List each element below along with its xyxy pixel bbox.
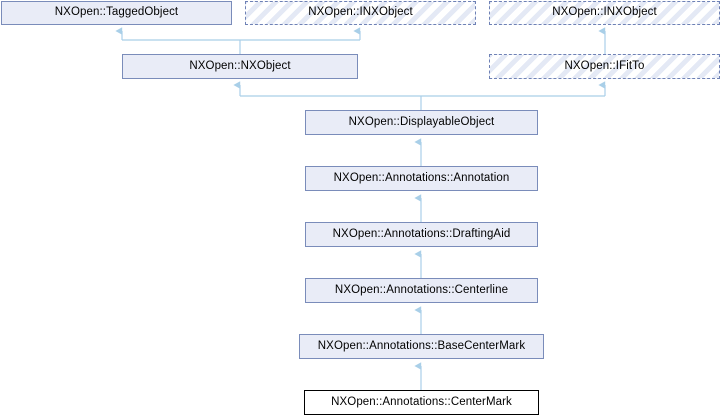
class-node-label: NXOpen::Annotations::CenterMark: [331, 395, 512, 408]
class-node-ifitto[interactable]: NXOpen::IFitTo: [489, 54, 720, 79]
class-node-centermark[interactable]: NXOpen::Annotations::CenterMark: [304, 390, 539, 415]
class-node-draftingaid[interactable]: NXOpen::Annotations::DraftingAid: [305, 222, 538, 247]
class-node-label: NXOpen::IFitTo: [564, 59, 645, 72]
class-node-label: NXOpen::TaggedObject: [54, 6, 179, 19]
class-node-inxobject-left[interactable]: NXOpen::INXObject: [245, 1, 476, 25]
class-node-label: NXOpen::Annotations::Annotation: [333, 171, 510, 184]
class-node-centerline[interactable]: NXOpen::Annotations::Centerline: [305, 278, 538, 303]
class-node-displayableobject[interactable]: NXOpen::DisplayableObject: [305, 110, 538, 135]
class-node-label: NXOpen::Annotations::BaseCenterMark: [317, 339, 526, 352]
class-node-label: NXOpen::NXObject: [189, 59, 291, 72]
class-node-taggedobject[interactable]: NXOpen::TaggedObject: [1, 1, 232, 25]
class-node-label: NXOpen::DisplayableObject: [348, 115, 495, 128]
class-node-basecentermark[interactable]: NXOpen::Annotations::BaseCenterMark: [299, 334, 544, 359]
class-node-annotation[interactable]: NXOpen::Annotations::Annotation: [305, 166, 538, 191]
class-node-nxobject[interactable]: NXOpen::NXObject: [122, 54, 358, 79]
class-node-label: NXOpen::Annotations::Centerline: [334, 283, 509, 296]
class-node-label: NXOpen::INXObject: [552, 6, 657, 19]
class-node-label: NXOpen::Annotations::DraftingAid: [332, 227, 511, 240]
class-node-label: NXOpen::INXObject: [308, 6, 413, 19]
class-node-inxobject-right[interactable]: NXOpen::INXObject: [489, 1, 720, 25]
